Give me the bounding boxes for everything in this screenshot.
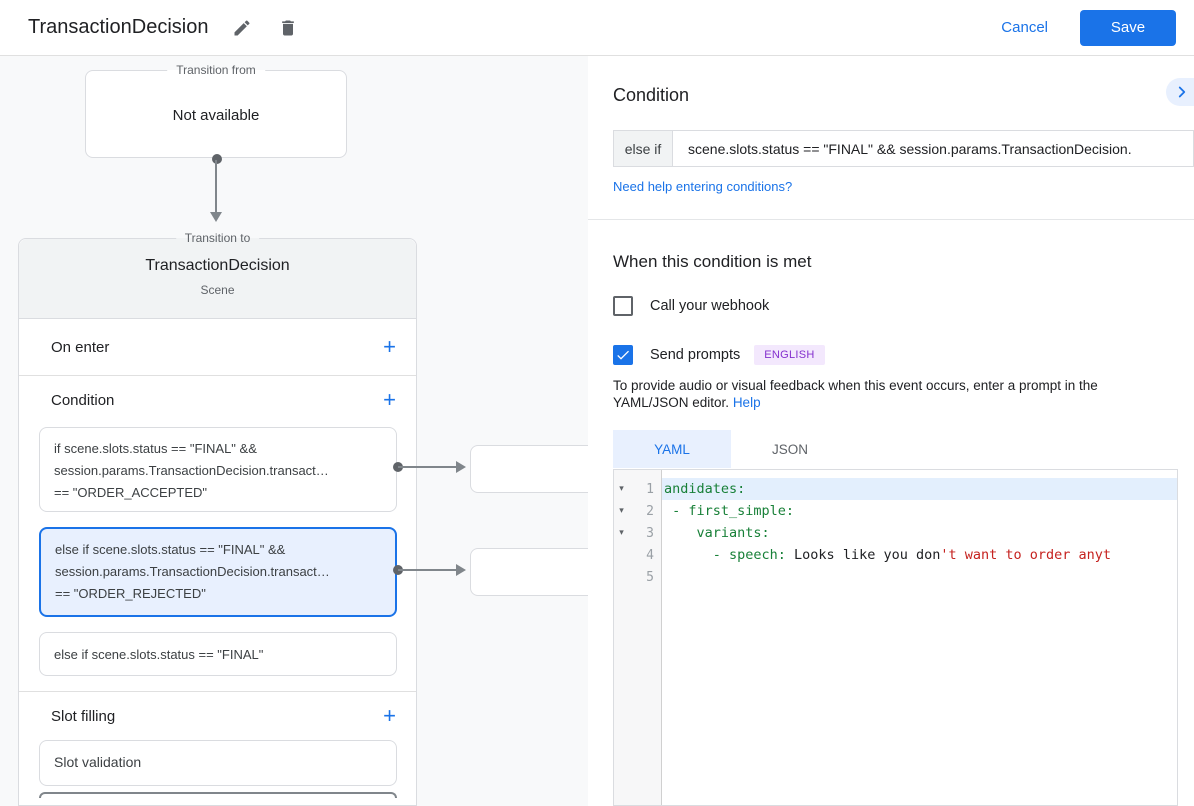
condition-line: session.params.TransactionDecision.trans… [55,564,330,579]
condition-card-accepted[interactable]: if scene.slots.status == "FINAL" && sess… [39,427,397,512]
arrow-right-icon [456,461,466,473]
delete-scene-button[interactable] [276,16,300,40]
call-webhook-label: Call your webhook [650,298,770,314]
send-prompts-label: Send prompts [650,347,741,363]
slot-card-partial[interactable] [39,792,397,798]
when-met-heading: When this condition is met [613,252,812,271]
line-number: 4 [646,547,654,563]
condition-line: else if scene.slots.status == "FINAL" && [55,542,286,557]
call-webhook-checkbox[interactable] [613,296,633,316]
transition-from-box[interactable]: Transition from Not available [85,63,347,164]
transition-connector-line [215,160,217,212]
checkmark-icon [617,350,629,360]
transition-target-box[interactable] [470,548,596,596]
send-prompts-checkbox[interactable] [613,345,633,365]
yaml-code-editor[interactable]: ▾ 1 ▾ 2 ▾ 3 4 5 [613,469,1178,806]
transition-target-box[interactable] [470,445,596,493]
tab-json[interactable]: JSON [771,441,808,457]
pencil-icon [234,19,250,35]
gutter-row: ▾ 3 [614,522,661,544]
condition-operator-label: else if [614,131,673,166]
chevron-right-icon [1178,86,1186,98]
section-divider [19,691,416,692]
connector-line [398,466,456,468]
connector-dot [212,154,222,164]
line-number: 2 [646,503,654,519]
condition-detail-panel: Condition else if scene.slots.status == … [588,56,1194,806]
line-number: 3 [646,525,654,541]
webhook-option-row: Call your webhook [613,296,769,316]
fold-arrow-icon[interactable]: ▾ [619,484,624,494]
code-line-active: andidates: [662,478,1177,500]
add-slot-button[interactable]: + [383,703,396,728]
page-title: TransactionDecision [28,16,209,38]
editor-gutter: ▾ 1 ▾ 2 ▾ 3 4 5 [614,470,662,805]
code-line: - first_simple: [662,500,1177,522]
tab-yaml[interactable]: YAML [613,430,731,468]
condition-line: if scene.slots.status == "FINAL" && [54,441,257,456]
editor-format-tabs: YAML JSON [613,430,849,468]
slot-filling-section-header: Slot filling + [19,692,416,740]
send-prompts-option-row: Send prompts ENGLISH [613,345,825,365]
language-badge: ENGLISH [754,345,825,365]
transition-from-legend: Transition from [167,63,265,77]
save-button[interactable]: Save [1080,9,1176,46]
transition-from-value: Not available [172,107,260,124]
prompt-description: To provide audio or visual feedback when… [613,377,1171,411]
condition-expression-input[interactable]: scene.slots.status == "FINAL" && session… [688,140,1132,157]
yaml-key: - speech: [664,547,786,563]
yaml-value: Looks like you don [785,547,941,563]
yaml-key: andidates: [664,481,746,497]
slot-validation-card[interactable]: Slot validation [39,740,397,786]
code-line: - speech: Looks like you don't want to o… [662,544,1177,566]
arrow-down-icon [210,212,222,222]
yaml-string: 't want to order anyt [940,547,1112,563]
scene-name: TransactionDecision [145,257,290,274]
edit-scene-button[interactable] [230,16,254,40]
on-enter-label: On enter [51,338,110,356]
condition-line: else if scene.slots.status == "FINAL" [54,647,264,662]
condition-line: session.params.TransactionDecision.trans… [54,463,329,478]
condition-panel-heading: Condition [613,85,690,105]
scene-type-label: Scene [200,283,235,297]
gutter-row: 4 [614,544,661,566]
fold-arrow-icon[interactable]: ▾ [619,528,624,538]
condition-card-final[interactable]: else if scene.slots.status == "FINAL" [39,632,397,676]
condition-section-header: Condition + [19,376,416,424]
panel-divider [588,219,1194,220]
code-line: variants: [662,522,1177,544]
yaml-key: - first_simple: [664,503,795,519]
gutter-row: 5 [614,566,661,588]
add-condition-button[interactable]: + [383,387,396,412]
condition-card-rejected-selected[interactable]: else if scene.slots.status == "FINAL" &&… [39,527,397,617]
condition-expression-field: else if scene.slots.status == "FINAL" &&… [613,130,1194,167]
condition-line: == "ORDER_ACCEPTED" [54,485,207,500]
top-bar: TransactionDecision Cancel Save [0,0,1194,56]
editor-code-area[interactable]: andidates: - first_simple: variants: - s… [662,470,1177,805]
cancel-button[interactable]: Cancel [1001,19,1048,36]
line-number: 1 [646,481,654,497]
trash-icon [282,20,295,35]
prompt-description-text: To provide audio or visual feedback when… [613,378,1098,410]
transition-to-scene-card: Transition to TransactionDecision Scene … [18,231,417,806]
conditions-help-link[interactable]: Need help entering conditions? [613,179,793,194]
transition-to-legend: Transition to [175,231,260,245]
arrow-right-icon [456,564,466,576]
on-enter-section[interactable]: On enter + [19,319,416,376]
yaml-key: variants: [664,525,770,541]
condition-section-label: Condition [51,391,115,409]
line-number: 5 [646,569,654,585]
gutter-row: ▾ 1 [614,478,661,500]
prompt-help-link[interactable]: Help [732,395,761,410]
collapse-panel-button[interactable] [1166,78,1194,106]
connector-line [398,569,456,571]
slot-filling-label: Slot filling [51,707,116,725]
code-line [662,566,1177,588]
add-on-enter-button[interactable]: + [383,334,396,359]
fold-arrow-icon[interactable]: ▾ [619,506,624,516]
condition-line: == "ORDER_REJECTED" [55,586,206,601]
gutter-row: ▾ 2 [614,500,661,522]
scene-card-header[interactable]: TransactionDecision Scene [19,239,416,319]
scene-diagram-canvas: Transition from Not available Transition… [0,56,596,806]
